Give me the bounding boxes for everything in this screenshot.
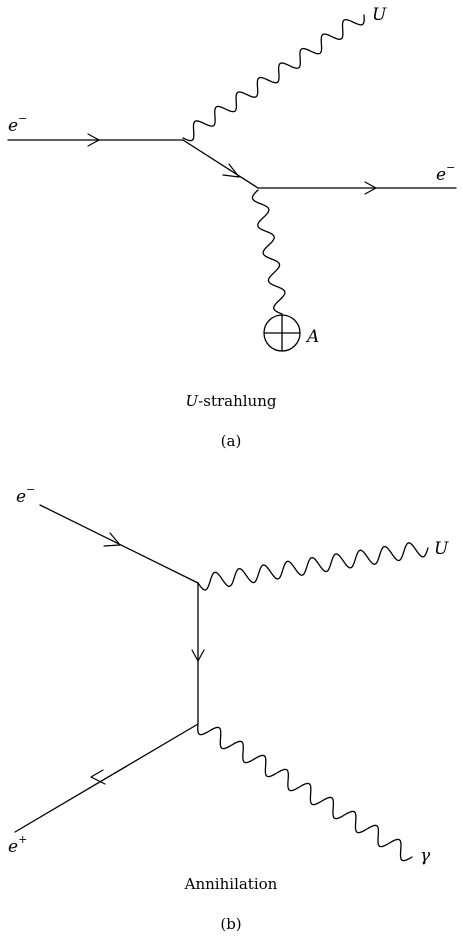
- exchange-photon-wavy-line: [251, 189, 286, 315]
- label-e-minus: e−: [16, 483, 35, 507]
- label-u-boson: U: [372, 5, 387, 25]
- u-boson-wavy-line-b: [197, 542, 429, 591]
- label-gamma: γ: [420, 846, 431, 866]
- propagator-arrow: [222, 163, 240, 178]
- label-e-plus: e+: [8, 833, 27, 857]
- caption-a: U-strahlung: [186, 392, 277, 410]
- panel-a: e− U e− A U-strahlung (a): [7, 5, 457, 450]
- nucleus-source-icon: [263, 314, 301, 352]
- label-e-in: e−: [8, 112, 27, 136]
- panel-b: e− U e+ γ Annihilation (b): [8, 483, 449, 933]
- positron-arrow: [90, 769, 106, 785]
- outgoing-electron-arrow: [364, 181, 377, 195]
- incoming-electron-arrow: [87, 133, 100, 147]
- sublabel-b: (b): [220, 915, 241, 933]
- caption-b: Annihilation: [184, 875, 278, 893]
- label-e-out: e−: [436, 161, 455, 185]
- label-nucleus: A: [305, 327, 319, 347]
- propagator-line: [182, 139, 259, 189]
- u-boson-wavy-line: [182, 14, 365, 142]
- label-u-boson-b: U: [434, 539, 449, 559]
- propagator-arrow-b: [191, 649, 205, 662]
- electron-arrow: [103, 532, 121, 547]
- sublabel-a: (a): [221, 432, 242, 450]
- positron-line: [14, 723, 199, 833]
- photon-wavy-line: [197, 723, 413, 862]
